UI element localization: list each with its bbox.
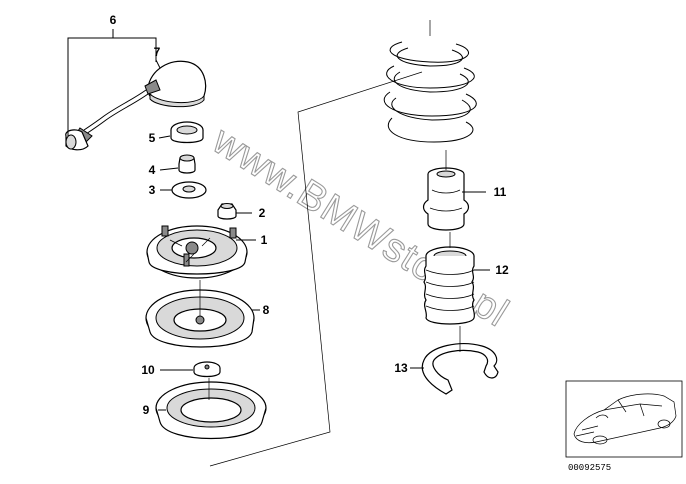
label-10: 10 bbox=[141, 363, 155, 377]
part-11-bump-stop bbox=[422, 150, 486, 231]
label-3: 3 bbox=[149, 183, 156, 197]
label-13: 13 bbox=[394, 361, 408, 375]
leader-6 bbox=[67, 29, 157, 136]
reference-number: 00092575 bbox=[568, 463, 611, 473]
label-7: 7 bbox=[154, 45, 161, 59]
part-3-washer bbox=[160, 181, 207, 199]
part-8-spring-seat bbox=[145, 280, 260, 348]
part-10-pad bbox=[160, 361, 221, 378]
label-4: 4 bbox=[149, 163, 156, 177]
label-12: 12 bbox=[495, 263, 509, 277]
label-6: 6 bbox=[110, 13, 117, 27]
car-thumbnail: 00092575 bbox=[565, 380, 683, 473]
leader-7 bbox=[155, 59, 161, 69]
part-13-bracket bbox=[410, 326, 499, 395]
part-12-bellows bbox=[423, 232, 490, 325]
label-9: 9 bbox=[143, 403, 150, 417]
part-2-nut bbox=[217, 203, 252, 220]
part-5-cap bbox=[158, 121, 204, 144]
part-1-strut-mount bbox=[146, 225, 256, 279]
label-11: 11 bbox=[494, 185, 507, 199]
label-8: 8 bbox=[263, 303, 270, 317]
label-1: 1 bbox=[261, 233, 268, 247]
label-5: 5 bbox=[149, 131, 156, 145]
part-9-lower-seat bbox=[155, 378, 267, 440]
part-7-sensor-cap bbox=[65, 60, 207, 151]
part-labels: 6 7 5 4 3 2 1 8 10 9 11 12 13 bbox=[110, 13, 509, 417]
group-divider bbox=[209, 71, 423, 467]
label-2: 2 bbox=[259, 206, 266, 220]
coil-spring bbox=[383, 20, 477, 143]
part-4-nut bbox=[159, 154, 196, 174]
